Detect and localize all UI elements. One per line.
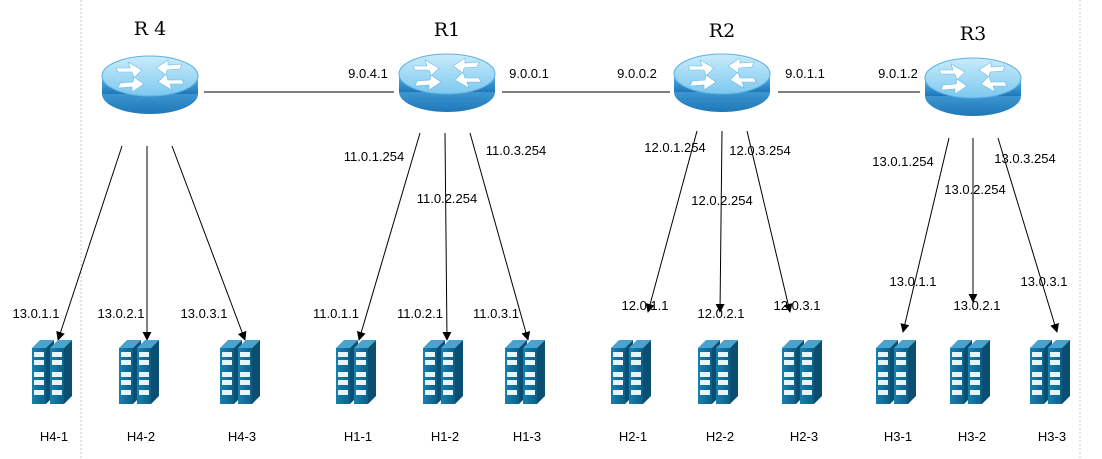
host-ip-label: 13.0.3.1 (1021, 274, 1068, 289)
host-link-arrow (171, 145, 247, 341)
server-rack-icon (423, 340, 463, 404)
host-link-arrow (645, 130, 698, 313)
host-name-label: H3-1 (884, 429, 912, 444)
server-rack-icon (698, 340, 738, 404)
gateway-ip-label: 13.0.3.254 (994, 151, 1055, 166)
host-link-arrow (442, 132, 452, 341)
host-name-label: H2-3 (790, 429, 818, 444)
host-ip-label: 13.0.3.1 (181, 306, 228, 321)
server-rack-icon (336, 340, 376, 404)
link-ip-label: 9.0.0.1 (509, 66, 549, 81)
link-ip-label: 9.0.4.1 (348, 66, 388, 81)
host-link-arrow (715, 130, 725, 313)
host-ip-label: 12.0.3.1 (774, 298, 821, 313)
router-icon (924, 57, 1022, 117)
server-rack-icon (1030, 340, 1070, 404)
router-title: R3 (960, 23, 986, 45)
host-ip-label: 12.0.2.1 (698, 306, 745, 321)
host-name-label: H4-1 (40, 429, 68, 444)
labels-layer: 9.0.4.1 9.0.0.1 9.0.0.2 9.0.1.1 9.0.1.2H4-1 1… (13, 18, 1068, 444)
host-name-label: H1-3 (513, 429, 541, 444)
host-name-label: H1-1 (344, 429, 372, 444)
host-name-label: H2-2 (706, 429, 734, 444)
link-ip-label: 9.0.1.1 (785, 66, 825, 81)
host-ip-label: 13.0.1.1 (13, 306, 60, 321)
host-link-arrow (997, 137, 1059, 333)
host-link-arrow (746, 130, 793, 313)
server-rack-icon (782, 340, 822, 404)
router-title: R1 (434, 19, 460, 41)
routers-layer (101, 53, 1022, 117)
link-ip-label: 9.0.1.2 (878, 66, 918, 81)
host-ip-label: 11.0.2.1 (397, 306, 443, 321)
host-ip-label: 11.0.3.1 (473, 306, 519, 321)
server-rack-icon (119, 340, 159, 404)
host-link-arrow (356, 132, 421, 341)
server-rack-icon (950, 340, 990, 404)
host-ip-label: 12.0.1.1 (622, 298, 669, 313)
host-name-label: H3-2 (958, 429, 986, 444)
gateway-ip-label: 12.0.2.254 (691, 193, 752, 208)
host-name-label: H2-1 (619, 429, 647, 444)
host-ip-label: 13.0.2.1 (98, 306, 145, 321)
router-icon (101, 55, 199, 115)
host-ip-label: 11.0.1.1 (313, 306, 359, 321)
host-ip-label: 13.0.1.1 (890, 274, 937, 289)
hosts-layer (32, 340, 1070, 404)
host-name-label: H4-3 (228, 429, 256, 444)
host-name-label: H3-3 (1038, 429, 1066, 444)
gateway-ip-label: 11.0.2.254 (417, 191, 477, 206)
server-rack-icon (505, 340, 545, 404)
links-layer (56, 91, 1059, 341)
host-link-arrow (469, 132, 531, 341)
router-icon (398, 53, 496, 113)
gateway-ip-label: 13.0.2.254 (944, 182, 1005, 197)
router-title: R 4 (134, 18, 166, 40)
gateway-ip-label: 13.0.1.254 (872, 154, 933, 169)
host-link-arrow (900, 137, 950, 333)
server-rack-icon (32, 340, 72, 404)
server-rack-icon (611, 340, 651, 404)
server-rack-icon (220, 340, 260, 404)
router-icon (673, 53, 771, 113)
gateway-ip-label: 11.0.1.254 (344, 149, 404, 164)
host-link-arrow (56, 145, 123, 341)
gateway-ip-label: 12.0.1.254 (644, 140, 705, 155)
router-title: R2 (709, 20, 735, 42)
link-ip-label: 9.0.0.2 (617, 66, 657, 81)
gateway-ip-label: 12.0.3.254 (729, 143, 790, 158)
host-ip-label: 13.0.2.1 (954, 298, 1001, 313)
host-name-label: H4-2 (127, 429, 155, 444)
host-name-label: H1-2 (431, 429, 459, 444)
server-rack-icon (876, 340, 916, 404)
gateway-ip-label: 11.0.3.254 (486, 143, 546, 158)
